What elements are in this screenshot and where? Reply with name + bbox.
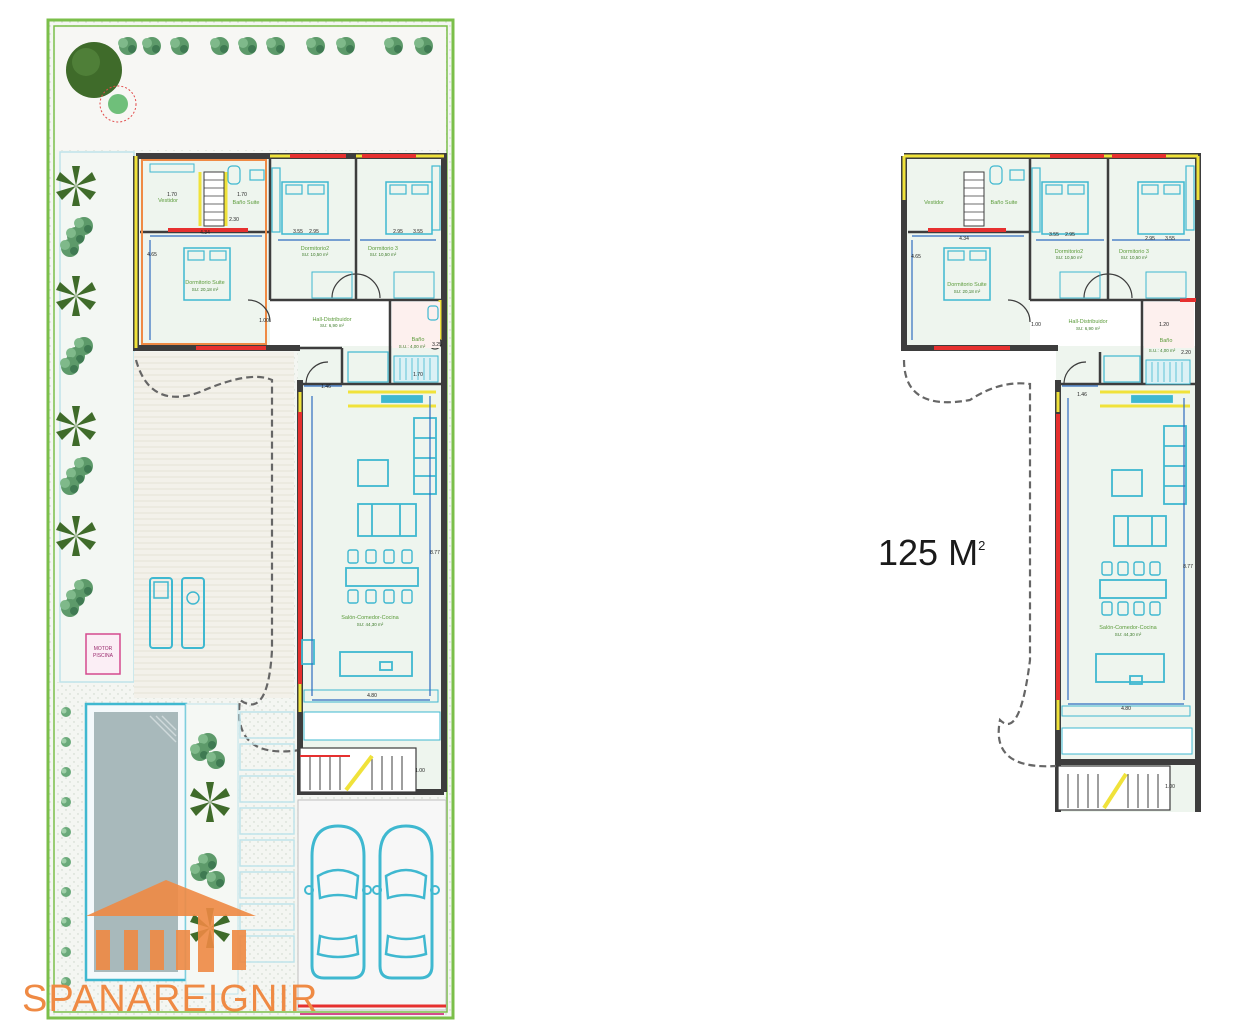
right-room-label-dormitorio-suite: Dormitorio Suite: [947, 282, 986, 288]
right-dim-146: 1.46: [1077, 392, 1087, 398]
entrance-stair: [299, 747, 417, 793]
dim-355a: 3.55: [293, 229, 303, 235]
right-bedroom-furniture: [943, 165, 1195, 301]
right-room-label-bano-suite: Baño Suite: [991, 200, 1018, 206]
bedroom-furniture: [149, 163, 441, 301]
room-label-hall: Hall-Distribuidor: [312, 317, 351, 323]
area-label: 125 M2: [878, 532, 985, 574]
right-dim-295b: 2.95: [1145, 236, 1155, 242]
room-area-hall: SU: 6,90 m²: [320, 323, 345, 328]
dim-100: 1.00: [259, 318, 269, 324]
garden-path: [134, 359, 301, 753]
right-room-label-vestidor: Vestidor: [924, 200, 944, 206]
right-room-area-bano: S.U.: 4,00 m²: [1149, 348, 1176, 353]
right-dim-434: 4.34: [959, 236, 969, 242]
right-dim-355b: 3.55: [1165, 236, 1175, 242]
room-label-vestidor: Vestidor: [158, 198, 178, 204]
room-area-dormitorio3: SU: 10,50 m²: [370, 252, 397, 257]
right-living-furniture: [1061, 395, 1191, 717]
right-plan: Vestidor Baño Suite Dormitorio Suite Dor…: [901, 153, 1201, 812]
right-dim-120: 1.20: [1159, 322, 1169, 328]
right-room-label-bano: Baño: [1160, 338, 1173, 344]
room-area-bano: S.U.: 4,00 m²: [399, 344, 426, 349]
right-dim-355: 3.55: [1049, 232, 1059, 238]
right-room-label-dormitorio3: Dormitorio 3: [1119, 249, 1149, 255]
sun-lounger-icon: [149, 577, 205, 649]
dim-bano-suite: 1.70: [237, 192, 247, 198]
dim-325: 3.25: [432, 342, 442, 348]
right-dim-465: 4.65: [911, 254, 921, 260]
pool-motor-box: [85, 633, 121, 675]
right-garden-path: [902, 359, 1057, 768]
logo-house-icon: [86, 880, 256, 972]
pool-water: [94, 712, 178, 972]
dim-465: 4.65: [147, 252, 157, 258]
area-value: 125 M: [878, 532, 979, 573]
dimension-lines: [149, 235, 436, 701]
right-dim-100b: 1.00: [1165, 784, 1175, 790]
room-label-salon: Salón-Comedor-Cocina: [341, 615, 399, 621]
logo-wordmark: SPANAREIGNIR: [22, 978, 319, 1020]
room-label-dormitorio-suite: Dormitorio Suite: [185, 280, 224, 286]
living-furniture: [301, 395, 439, 703]
right-dim-295: 2.95: [1065, 232, 1075, 238]
right-windows: [928, 154, 1196, 772]
right-room-area-salon: SU: 44,30 m²: [1115, 632, 1142, 637]
large-tree-icon: [66, 42, 122, 98]
room-label-bano-suite: Baño Suite: [233, 200, 260, 206]
dim-480: 4.80: [367, 693, 377, 699]
dim-100b: 1.00: [415, 768, 425, 774]
right-room-area-dormitorio3: SU: 10,50 m²: [1121, 255, 1148, 260]
room-label-dormitorio3: Dormitorio 3: [368, 246, 398, 252]
right-room-area-dormitorio2: SU: 10,50 m²: [1056, 255, 1083, 260]
dim-355b: 3.55: [413, 229, 423, 235]
svg-text:PISCINA: PISCINA: [93, 653, 114, 659]
stepping-stones: [239, 711, 295, 963]
dim-877: 8.77: [430, 550, 440, 556]
room-area-salon: SU: 44,30 m²: [357, 622, 384, 627]
right-room-area-dormitorio-suite: SU: 20,18 m²: [954, 289, 981, 294]
dim-146: 1.46: [321, 384, 331, 390]
pool-motor-label: MOTOR: [94, 646, 113, 652]
right-room-label-dormitorio2: Dormitorio2: [1055, 249, 1083, 255]
right-dim-480: 4.80: [1121, 706, 1131, 712]
right-entrance-stair: [1057, 765, 1171, 811]
left-plan: MOTOR PISCINA: [46, 18, 455, 1020]
dim-230: 2.30: [229, 217, 239, 223]
right-dim-100: 1.00: [1031, 322, 1041, 328]
right-room-label-salon: Salón-Comedor-Cocina: [1099, 625, 1157, 631]
dim-295b: 2.95: [393, 229, 403, 235]
right-dim-877: 8.77: [1183, 564, 1193, 570]
right-room-label-hall: Hall-Distribuidor: [1068, 319, 1107, 325]
room-label-dormitorio2: Dormitorio2: [301, 246, 329, 252]
right-room-area-hall: SU: 6,90 m²: [1076, 326, 1101, 331]
room-area-dormitorio-suite: SU: 20,18 m²: [192, 287, 219, 292]
dim-434: 4.34: [200, 230, 210, 236]
dim-170: 1.70: [413, 372, 423, 378]
terrace-deck: [134, 352, 294, 698]
garage: [297, 799, 447, 1011]
area-unit-superscript: 2: [978, 538, 986, 553]
right-dim-220: 2.20: [1181, 350, 1191, 356]
room-label-bano: Baño: [412, 337, 425, 343]
flower-tree-icon: [99, 85, 137, 123]
room-area-dormitorio2: SU: 10,50 m²: [302, 252, 329, 257]
dim-vestidor: 1.70: [167, 192, 177, 198]
dim-295a: 2.95: [309, 229, 319, 235]
